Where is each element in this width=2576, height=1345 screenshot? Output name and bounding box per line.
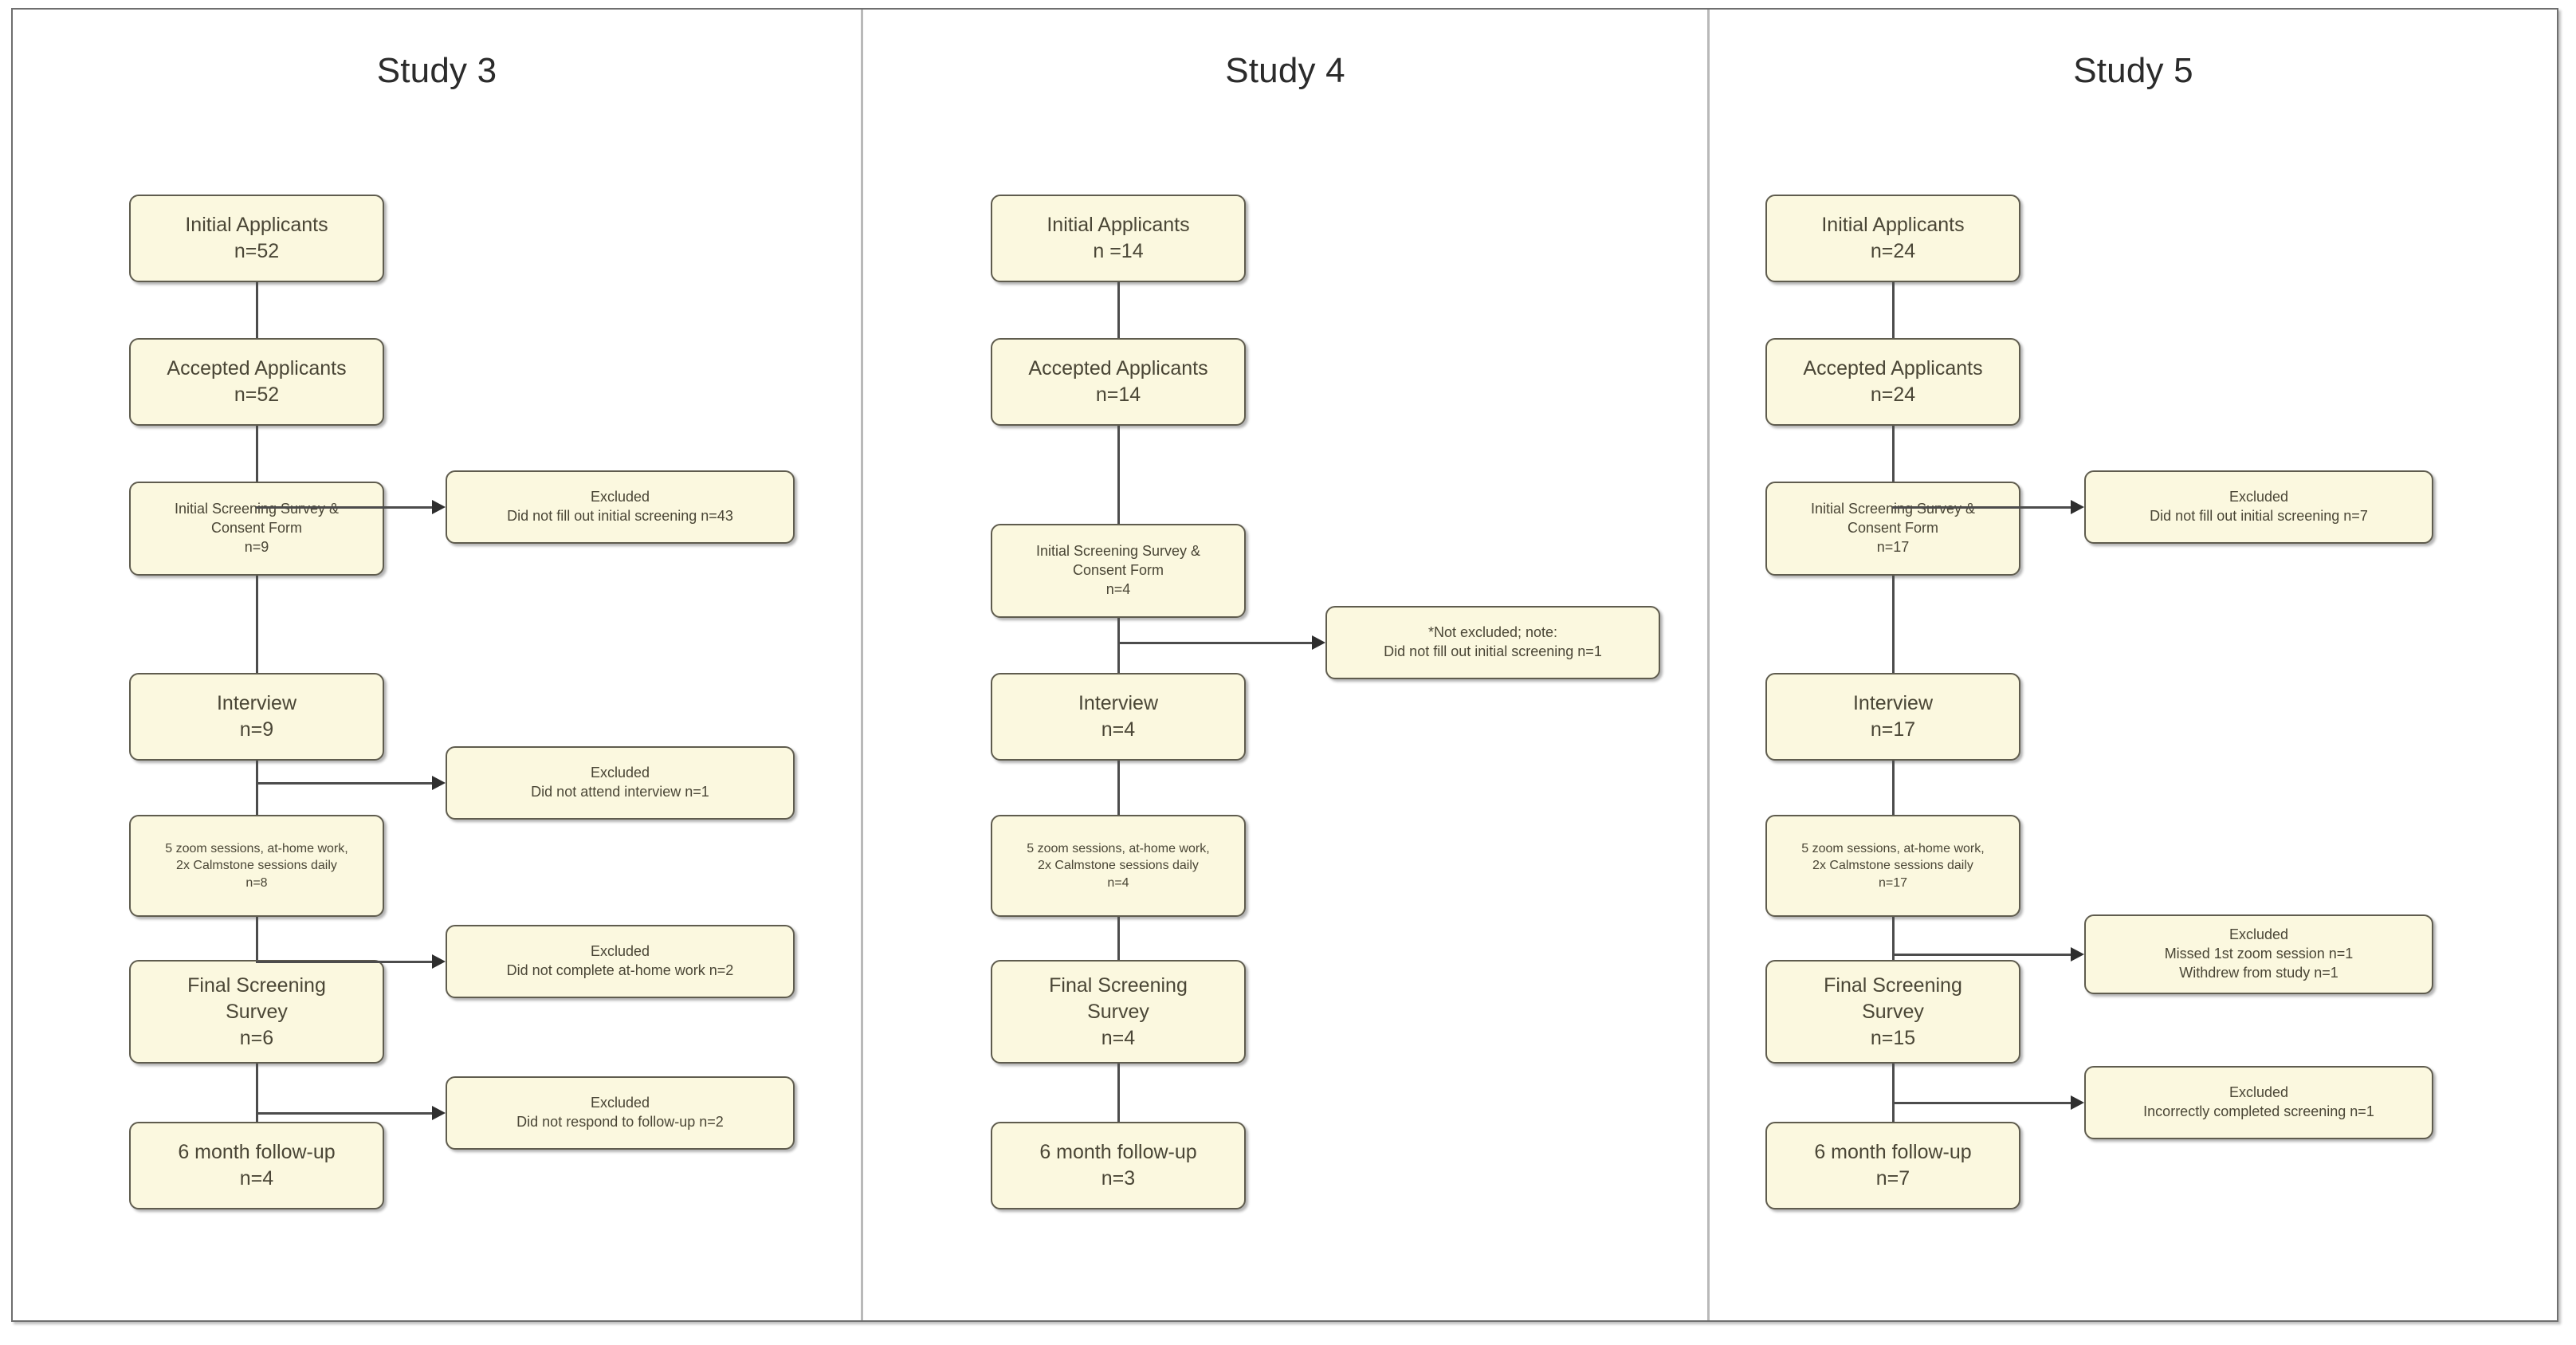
- branch-line-excluded-3: [1892, 1102, 2071, 1104]
- connector-accepted-to-screening: [256, 426, 258, 482]
- panel-study-4: Study 4 Initial Applicants n =14 Accepte…: [863, 10, 1707, 1320]
- branch-line-excluded-1: [1892, 506, 2071, 509]
- connector-interview-to-sessions: [1117, 761, 1120, 815]
- branch-arrow-excluded-3: [432, 954, 446, 969]
- node-six-month-followup: 6 month follow-up n=3: [991, 1122, 1246, 1209]
- connector-final-to-followup: [1117, 1064, 1120, 1122]
- connector-initial-to-accepted: [1892, 282, 1895, 338]
- connector-final-to-followup: [256, 1064, 258, 1122]
- node-excluded-initial-screening: Excluded Did not fill out initial screen…: [446, 470, 795, 544]
- column-divider-2: [1707, 10, 1710, 1320]
- connector-sessions-to-final: [1892, 917, 1895, 960]
- node-interview: Interview n=9: [129, 673, 384, 761]
- connector-screening-to-interview: [1892, 576, 1895, 673]
- panel-study-5: Study 5 Initial Applicants n=24 Accepted…: [1710, 10, 2557, 1320]
- node-final-screening: Final Screening Survey n=6: [129, 960, 384, 1064]
- node-initial-applicants: Initial Applicants n =14: [991, 195, 1246, 282]
- branch-line-excluded-2: [1892, 954, 2071, 956]
- node-sessions: 5 zoom sessions, at-home work, 2x Calmst…: [129, 815, 384, 917]
- node-initial-screening: Initial Screening Survey & Consent Form …: [129, 482, 384, 576]
- connector-screening-to-interview: [256, 576, 258, 673]
- node-accepted-applicants: Accepted Applicants n=52: [129, 338, 384, 426]
- branch-line-excluded-1: [256, 506, 432, 509]
- panel-title-study-5: Study 5: [2073, 51, 2193, 90]
- connector-interview-to-sessions: [1892, 761, 1895, 815]
- node-initial-screening: Initial Screening Survey & Consent Form …: [991, 524, 1246, 618]
- branch-line-note: [1117, 642, 1312, 644]
- panel-title-study-4: Study 4: [1225, 51, 1345, 90]
- node-accepted-applicants: Accepted Applicants n=14: [991, 338, 1246, 426]
- connector-sessions-to-final: [256, 917, 258, 960]
- branch-arrow-excluded-2: [2071, 947, 2084, 962]
- node-excluded-interview: Excluded Did not attend interview n=1: [446, 746, 795, 820]
- connector-sessions-to-final: [1117, 917, 1120, 960]
- panel-title-study-3: Study 3: [376, 51, 497, 90]
- connector-initial-to-accepted: [1117, 282, 1120, 338]
- connector-interview-to-sessions: [256, 761, 258, 815]
- node-excluded-at-home-work: Excluded Did not complete at-home work n…: [446, 925, 795, 998]
- column-divider-1: [861, 10, 863, 1320]
- node-excluded-initial-screening: Excluded Did not fill out initial screen…: [2084, 470, 2433, 544]
- node-interview: Interview n=4: [991, 673, 1246, 761]
- panel-study-3: Study 3 Initial Applicants n=52 Accepted…: [13, 10, 861, 1320]
- branch-arrow-note: [1312, 635, 1325, 650]
- node-six-month-followup: 6 month follow-up n=4: [129, 1122, 384, 1209]
- connector-final-to-followup: [1892, 1064, 1895, 1122]
- branch-arrow-excluded-1: [432, 500, 446, 514]
- connector-accepted-to-screening: [1892, 426, 1895, 482]
- node-accepted-applicants: Accepted Applicants n=24: [1765, 338, 2020, 426]
- branch-arrow-excluded-3: [2071, 1095, 2084, 1110]
- connector-initial-to-accepted: [256, 282, 258, 338]
- branch-arrow-excluded-2: [432, 776, 446, 790]
- node-sessions: 5 zoom sessions, at-home work, 2x Calmst…: [991, 815, 1246, 917]
- node-final-screening: Final Screening Survey n=4: [991, 960, 1246, 1064]
- node-interview: Interview n=17: [1765, 673, 2020, 761]
- node-final-screening: Final Screening Survey n=15: [1765, 960, 2020, 1064]
- flowchart-figure: Study 3 Initial Applicants n=52 Accepted…: [11, 8, 2558, 1322]
- branch-line-excluded-3: [256, 961, 432, 963]
- branch-line-excluded-2: [256, 782, 432, 785]
- branch-arrow-excluded-1: [2071, 500, 2084, 514]
- node-six-month-followup: 6 month follow-up n=7: [1765, 1122, 2020, 1209]
- node-initial-applicants: Initial Applicants n=24: [1765, 195, 2020, 282]
- connector-screening-to-interview: [1117, 618, 1120, 673]
- branch-arrow-excluded-4: [432, 1106, 446, 1120]
- connector-accepted-to-screening: [1117, 426, 1120, 524]
- node-initial-screening: Initial Screening Survey & Consent Form …: [1765, 482, 2020, 576]
- node-excluded-followup: Excluded Did not respond to follow-up n=…: [446, 1076, 795, 1150]
- node-note-not-excluded: *Not excluded; note: Did not fill out in…: [1325, 606, 1660, 679]
- node-excluded-zoom-withdrew: Excluded Missed 1st zoom session n=1 Wit…: [2084, 914, 2433, 994]
- node-sessions: 5 zoom sessions, at-home work, 2x Calmst…: [1765, 815, 2020, 917]
- branch-line-excluded-4: [256, 1112, 432, 1115]
- node-excluded-incorrect-screening: Excluded Incorrectly completed screening…: [2084, 1066, 2433, 1139]
- node-initial-applicants: Initial Applicants n=52: [129, 195, 384, 282]
